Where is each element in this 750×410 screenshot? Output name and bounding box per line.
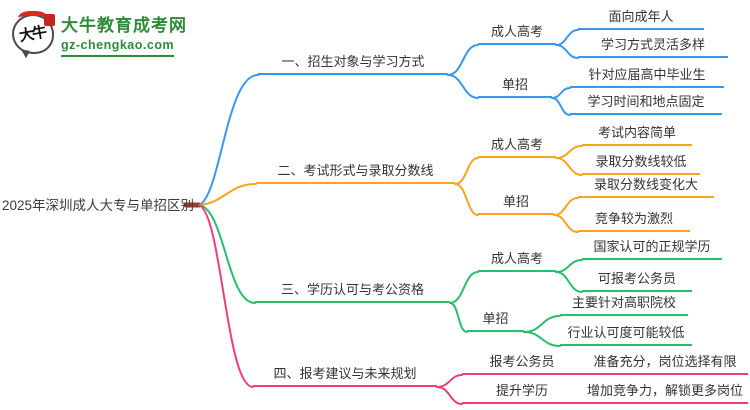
branch3-label: 三、学历认可与考公资格 — [255, 282, 450, 303]
branch1-child2-leaf2: 学习时间和地点固定 — [570, 94, 722, 115]
branch2-child2-leaf2: 竞争较为激烈 — [578, 211, 690, 232]
branch2-child1: 成人高考 — [478, 137, 556, 158]
branch1-child1-leaf1: 面向成年人 — [578, 9, 704, 30]
branch4-child1: 报考公务员 — [462, 354, 582, 375]
logo-bubble-tail — [19, 49, 30, 59]
branch4-child1-leaf1: 准备充分，岗位选择有限 — [582, 354, 748, 375]
branch3-child2-leaf2: 行业认可度可能较低 — [560, 325, 692, 346]
branch1-child2: 单招 — [478, 77, 552, 98]
branch3-child1: 成人高考 — [478, 251, 556, 272]
branch2-child1-leaf1: 考试内容简单 — [582, 125, 692, 146]
branch3-child2: 单招 — [467, 311, 524, 332]
logo-seal-icon — [44, 14, 55, 26]
logo-site-url: gz-chengkao.com — [61, 38, 175, 57]
branch2-child2: 单招 — [478, 194, 554, 215]
branch2-child2-leaf1: 录取分数线变化大 — [578, 177, 714, 198]
branch1-label: 一、招生对象与学习方式 — [258, 54, 448, 75]
branch4-child2: 提升学历 — [462, 383, 582, 404]
branch4-child2-leaf1: 增加竞争力，解锁更多岗位 — [582, 383, 748, 404]
central-topic: 2025年深圳成人大专与单招区别 — [2, 198, 195, 213]
logo-bubble-icon: 大牛 — [12, 11, 55, 59]
branch1-child2-leaf1: 针对应届高中毕业生 — [570, 67, 724, 88]
branch4-label: 四、报考建议与未来规划 — [253, 366, 437, 387]
logo-site-name: 大牛教育成考网 — [61, 16, 187, 35]
branch3-child1-leaf2: 可报考公务员 — [582, 271, 692, 292]
logo-bubble-text: 大牛 — [17, 23, 47, 46]
branch3-child1-leaf1: 国家认可的正规学历 — [582, 239, 722, 260]
branch1-child1-leaf2: 学习方式灵活多样 — [578, 37, 728, 58]
branch1-child1: 成人高考 — [478, 24, 556, 45]
branch2-child1-leaf2: 录取分数线较低 — [582, 154, 700, 175]
site-logo: 大牛 大牛教育成考网 gz-chengkao.com — [12, 11, 187, 59]
logo-text-block: 大牛教育成考网 gz-chengkao.com — [61, 14, 187, 57]
logo-red-arc-icon — [18, 11, 48, 25]
branch2-label: 二、考试形式与录取分数线 — [256, 163, 455, 184]
branch3-child2-leaf1: 主要针对高职院校 — [560, 295, 688, 316]
